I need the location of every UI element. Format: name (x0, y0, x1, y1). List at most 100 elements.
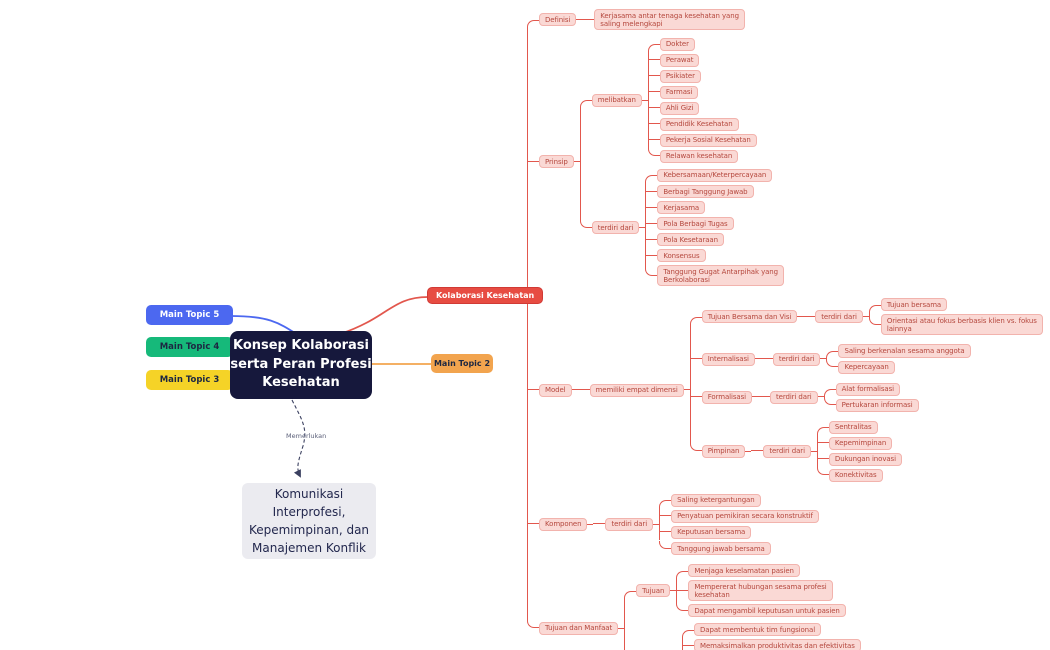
branch-leaf: Pola Berbagi Tugas (645, 215, 784, 232)
mindmap-node[interactable]: Kepercayaan (838, 360, 895, 374)
node-central-topic[interactable]: Konsep Kolaborasi serta Peran Profesi Ke… (230, 331, 372, 399)
node-komponen[interactable]: Komponen (539, 517, 588, 531)
node-main-topic-4[interactable]: Main Topic 4 (146, 337, 233, 357)
branch-leaf: Ahli Gizi (647, 100, 757, 117)
node-formalisasi[interactable]: Formalisasi (701, 390, 752, 404)
branch-memiliki-empat-dimensi: memiliki empat dimensi Tujuan Bersama da… (577, 292, 1043, 488)
branch-tbv-terdiri-dari: terdiri dari Tujuan bersama Orientasi at… (803, 295, 1043, 338)
branch-prinsip: Prinsip melibatkan Dokter Perawat Psikia… (527, 33, 1043, 291)
branch-internalisasi: Internalisasi terdiri dari Saling berken… (689, 339, 1043, 379)
branch-leaf: Berbagi Tanggung Jawab (645, 183, 784, 200)
node-main-topic-3[interactable]: Main Topic 3 (146, 370, 233, 390)
node-internalisasi[interactable]: Internalisasi (701, 352, 755, 366)
branch-leaf: Kepercayaan (826, 359, 970, 375)
branch-prinsip-terdiri-dari: terdiri dari Kebersamaan/Keterpercayaan … (579, 165, 784, 289)
branch-leaf: Konektivitas (816, 467, 902, 483)
branch-tujuan: Tujuan Menjaga keselamatan pasien Memper… (624, 561, 861, 621)
node-prinsip[interactable]: Prinsip (539, 155, 574, 169)
node-terdiri-dari[interactable]: terdiri dari (591, 221, 640, 235)
mindmap-node[interactable]: Dukungan inovasi (828, 452, 902, 466)
branch-leaf: Saling ketergantungan (659, 492, 819, 509)
node-melibatkan[interactable]: melibatkan (591, 93, 642, 107)
mindmap-node[interactable]: Ahli Gizi (659, 101, 700, 115)
mindmap-node[interactable]: Farmasi (659, 85, 699, 99)
mindmap-node[interactable]: Tanggung jawab bersama (671, 542, 771, 556)
branch-leaf: Tanggung Gugat Antarpihak yang Berkolabo… (645, 263, 784, 288)
branch-leaf: Orientasi atau fokus berbasis klien vs. … (868, 312, 1043, 337)
node-komunikasi-interprofesi[interactable]: Komunikasi Interprofesi, Kepemimpinan, d… (242, 483, 376, 559)
branch-leaf: Saling berkenalan sesama anggota (826, 343, 971, 360)
mindmap-node[interactable]: Berbagi Tanggung Jawab (657, 185, 754, 199)
node-terdiri-dari[interactable]: terdiri dari (769, 390, 818, 404)
children-internalisasi: terdiri dari Saling berkenalan sesama an… (754, 341, 971, 376)
mindmap-node[interactable]: Konektivitas (828, 468, 883, 482)
mindmap-node[interactable]: Konsensus (657, 249, 706, 263)
node-main-topic-2[interactable]: Main Topic 2 (431, 354, 493, 373)
mindmap-node[interactable]: Kebersamaan/Keterpercayaan (657, 168, 773, 183)
node-pimpinan[interactable]: Pimpinan (701, 444, 746, 458)
branch-leaf: Kepemimpinan (816, 435, 902, 452)
branch-leaf: Relawan kesehatan (647, 148, 757, 164)
branch-leaf: Menjaga keselamatan pasien (676, 563, 845, 579)
branch-pimpinan-terdiri-dari: terdiri dari Sentralitas Kepemimpinan Du… (751, 418, 902, 485)
mindmap-node[interactable]: Orientasi atau fokus berbasis klien vs. … (880, 314, 1043, 336)
node-tujuan-bersama-dan-visi[interactable]: Tujuan Bersama dan Visi (701, 310, 798, 324)
mindmap-node[interactable]: Perawat (659, 53, 700, 67)
branch-leaf: Pertukaran informasi (823, 397, 919, 413)
branch-leaf: Mempererat hubungan sesama profesi keseh… (676, 578, 845, 603)
branch-manfaat: Manfaat Dapat membentuk tim fungsional M… (624, 620, 861, 650)
branch-leaf: Alat formalisasi (823, 381, 919, 398)
branch-leaf: Dapat membentuk tim fungsional (682, 622, 861, 638)
node-definisi[interactable]: Definisi (539, 13, 577, 27)
mindmap-node[interactable]: Dapat mengambil keputusan untuk pasien (688, 604, 846, 618)
node-terdiri-dari[interactable]: terdiri dari (815, 310, 863, 324)
mindmap-node[interactable]: Pekerja Sosial Kesehatan (659, 133, 757, 147)
mindmap-node[interactable]: Tanggung Gugat Antarpihak yang Berkolabo… (657, 265, 784, 287)
mindmap-node[interactable]: Saling berkenalan sesama anggota (838, 344, 971, 358)
branch-melibatkan: melibatkan Dokter Perawat Psikiater Farm… (579, 35, 784, 167)
mindmap-node[interactable]: Kerjasama antar tenaga kesehatan yang sa… (594, 9, 745, 31)
mindmap-node[interactable]: Pola Berbagi Tugas (657, 217, 734, 231)
mindmap-node[interactable]: Memaksimalkan produktivitas dan efektivi… (694, 639, 861, 650)
children-tujuan-dan-manfaat: Tujuan Menjaga keselamatan pasien Memper… (618, 561, 861, 650)
mindmap-node[interactable]: Psikiater (659, 69, 701, 83)
node-model[interactable]: Model (539, 383, 572, 397)
children-model: memiliki empat dimensi Tujuan Bersama da… (571, 292, 1043, 488)
children-manfaat: Dapat membentuk tim fungsional Memaksima… (682, 622, 861, 650)
node-tujuan[interactable]: Tujuan (636, 584, 671, 598)
branch-leaf: Perawat (647, 52, 757, 69)
branch-leaf: Kerjasama antar tenaga kesehatan yang sa… (582, 8, 745, 32)
mindmap-node[interactable]: Menjaga keselamatan pasien (688, 564, 800, 578)
branch-leaf: Pendidik Kesehatan (647, 116, 757, 133)
mindmap-node[interactable]: Sentralitas (828, 420, 878, 434)
mindmap-node[interactable]: Saling ketergantungan (671, 493, 761, 507)
mindmap-node[interactable]: Pola Kesetaraan (657, 233, 724, 247)
children-tbv-terdiri-dari: Tujuan bersama Orientasi atau fokus berb… (862, 297, 1043, 337)
branch-leaf: Pola Kesetaraan (645, 231, 784, 248)
mindmap-node[interactable]: Alat formalisasi (835, 382, 900, 396)
mindmap-node[interactable]: Penyatuan pemikiran secara konstruktif (671, 509, 819, 523)
mindmap-node[interactable]: Mempererat hubungan sesama profesi keseh… (688, 580, 833, 602)
mindmap-node[interactable]: Kerjasama (657, 201, 706, 215)
children-formalisasi: terdiri dari Alat formalisasi Pertukaran… (751, 380, 919, 415)
node-memiliki-empat-dimensi[interactable]: memiliki empat dimensi (589, 383, 684, 397)
node-terdiri-dari[interactable]: terdiri dari (772, 352, 821, 366)
mindmap-node[interactable]: Keputusan bersama (671, 525, 752, 539)
mindmap-node[interactable]: Pertukaran informasi (835, 398, 919, 412)
node-main-topic-5[interactable]: Main Topic 5 (146, 305, 233, 325)
mindmap-node[interactable]: Dokter (659, 37, 695, 51)
mindmap-node[interactable]: Dapat membentuk tim fungsional (694, 623, 822, 637)
node-kolaborasi-kesehatan[interactable]: Kolaborasi Kesehatan (427, 287, 544, 304)
branch-pimpinan: Pimpinan terdiri dari Sentralitas Kepemi… (689, 416, 1043, 486)
node-terdiri-dari[interactable]: terdiri dari (763, 444, 811, 458)
node-terdiri-dari[interactable]: terdiri dari (605, 517, 654, 531)
branch-formalisasi: Formalisasi terdiri dari Alat formalisas… (689, 378, 1043, 417)
mindmap-node[interactable]: Relawan kesehatan (659, 149, 739, 163)
mindmap-node[interactable]: Pendidik Kesehatan (659, 117, 739, 131)
mindmap-node[interactable]: Tujuan bersama (880, 298, 948, 312)
mindmap-node[interactable]: Kepemimpinan (828, 436, 893, 450)
branch-leaf: Dokter (647, 36, 757, 53)
node-tujuan-dan-manfaat[interactable]: Tujuan dan Manfaat (539, 621, 619, 635)
branch-leaf: Farmasi (647, 84, 757, 101)
branch-leaf: Konsensus (645, 247, 784, 264)
